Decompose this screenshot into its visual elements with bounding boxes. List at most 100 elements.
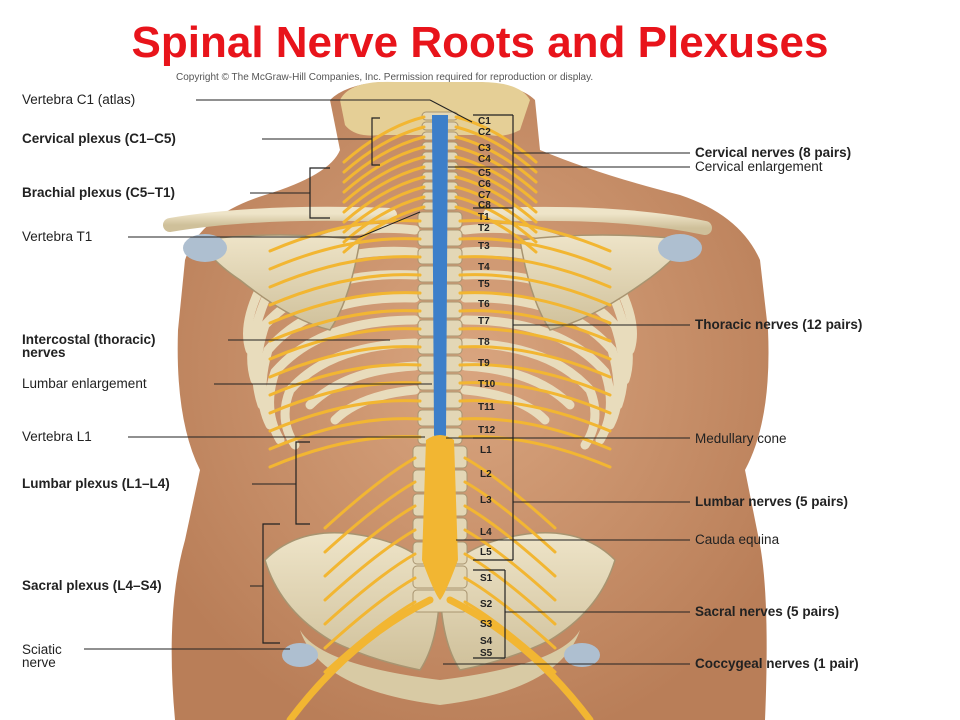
label-medullary-cone: Medullary cone (695, 431, 787, 446)
nerve-branch (268, 219, 422, 253)
nerve-branch (454, 135, 538, 184)
label-cervical-plexus: Cervical plexus (C1–C5) (22, 131, 176, 146)
segment-label-l5: L5 (480, 547, 492, 558)
segment-label-t10: T10 (478, 379, 496, 390)
segment-label-t11: T11 (478, 402, 495, 413)
nerve-branch (268, 345, 422, 379)
nerve-branch (454, 125, 538, 174)
label-vertebra-t1: Vertebra T1 (22, 229, 93, 244)
nerve-branch (268, 363, 422, 397)
nerve-branch (458, 435, 612, 469)
segment-label-c3: C3 (478, 143, 491, 154)
nerve-branch (342, 135, 426, 184)
nerve-branch (454, 115, 538, 164)
segment-label-c7: C7 (478, 190, 491, 201)
segment-label-c8: C8 (478, 200, 491, 211)
nerve-branch (458, 309, 612, 343)
nerve-branch (342, 165, 426, 214)
nerve-branch (458, 363, 612, 397)
pelvic-floor (300, 630, 580, 705)
nerve-branch (268, 417, 422, 451)
nerve-branch (323, 456, 417, 530)
label-lumbar-plexus: Lumbar plexus (L1–L4) (22, 476, 170, 491)
nerve-branch (458, 399, 612, 433)
nerve-branch (342, 175, 426, 224)
nerve-branch (463, 456, 557, 530)
nerve-branch (323, 504, 417, 578)
segment-label-t12: T12 (478, 425, 496, 436)
label-intercostal-nerves-line1: Intercostal (thoracic) (22, 332, 156, 347)
copyright-notice: Copyright © The McGraw-Hill Companies, I… (176, 72, 594, 83)
label-lumbar-enlargement: Lumbar enlargement (22, 376, 147, 391)
nerve-branch (458, 381, 612, 415)
right-hip-joint (564, 643, 600, 667)
segment-label-l2: L2 (480, 469, 492, 480)
leader-lines (84, 99, 690, 665)
label-cauda-equina: Cauda equina (695, 532, 780, 547)
nerve-branch (458, 237, 612, 271)
label-vertebra-c1: Vertebra C1 (atlas) (22, 92, 136, 107)
label-coccygeal-nerves: Coccygeal nerves (1 pair) (695, 656, 859, 671)
segment-label-t3: T3 (478, 241, 490, 252)
nerve-branch (458, 291, 612, 325)
segment-label-c6: C6 (478, 179, 491, 190)
nerve-branch (268, 237, 422, 271)
segment-label-t4: T4 (478, 262, 490, 273)
segment-label-s1: S1 (480, 573, 493, 584)
label-sciatic-nerve-line2: nerve (22, 655, 56, 670)
segment-label-t8: T8 (478, 337, 490, 348)
nerve-branch (342, 195, 426, 244)
nerve-branch (323, 600, 417, 674)
nerve-branch (454, 145, 538, 194)
segment-label-c5: C5 (478, 168, 491, 179)
segment-label-t6: T6 (478, 299, 490, 310)
nerve-branch (458, 273, 612, 307)
nerve-branch (463, 504, 557, 578)
label-sacral-nerves: Sacral nerves (5 pairs) (695, 604, 840, 619)
label-vertebra-l1: Vertebra L1 (22, 429, 92, 444)
cauda-equina (422, 435, 458, 600)
spinal-cord (432, 115, 448, 450)
left-hip-joint (282, 643, 318, 667)
left-shoulder-joint (183, 234, 227, 262)
segment-label-t7: T7 (478, 316, 490, 327)
segment-label-t1: T1 (478, 212, 490, 223)
nerve-branch (458, 327, 612, 361)
nerve-branch (323, 552, 417, 626)
segment-label-t9: T9 (478, 358, 490, 369)
segment-label-s4: S4 (480, 636, 493, 647)
segment-label-c1: C1 (478, 116, 491, 127)
nerve-branch (342, 125, 426, 174)
right-clavicle (483, 206, 712, 235)
nerve-branch (342, 205, 426, 254)
sciatic-nerve-bundle (286, 596, 434, 720)
nerve-branch (454, 175, 538, 224)
label-brachial-plexus: Brachial plexus (C5–T1) (22, 185, 176, 200)
nerve-branch (463, 480, 557, 554)
nerve-branches (268, 115, 612, 720)
nerve-branch (268, 255, 422, 289)
left-clavicle (163, 206, 397, 232)
nerve-branch (463, 528, 557, 602)
label-thoracic-nerves: Thoracic nerves (12 pairs) (695, 317, 863, 332)
nerve-branch (268, 291, 422, 325)
hair (340, 81, 530, 136)
nerve-branch (454, 205, 538, 254)
segment-label-l1: L1 (480, 445, 492, 456)
label-cervical-enlargement: Cervical enlargement (695, 159, 823, 174)
segment-label-s2: S2 (480, 599, 493, 610)
nerve-branch (454, 165, 538, 214)
segment-label-l3: L3 (480, 495, 492, 506)
label-sacral-plexus: Sacral plexus (L4–S4) (22, 578, 162, 593)
segment-label-t5: T5 (478, 279, 490, 290)
nerve-branch (323, 480, 417, 554)
segment-bracket (473, 114, 514, 659)
nerve-branch (342, 155, 426, 204)
nerve-branch (458, 219, 612, 253)
nerve-branch (342, 115, 426, 164)
label-cervical-nerves: Cervical nerves (8 pairs) (695, 145, 852, 160)
nerve-branch (268, 381, 422, 415)
nerve-branch (268, 309, 422, 343)
nerve-branch (268, 327, 422, 361)
